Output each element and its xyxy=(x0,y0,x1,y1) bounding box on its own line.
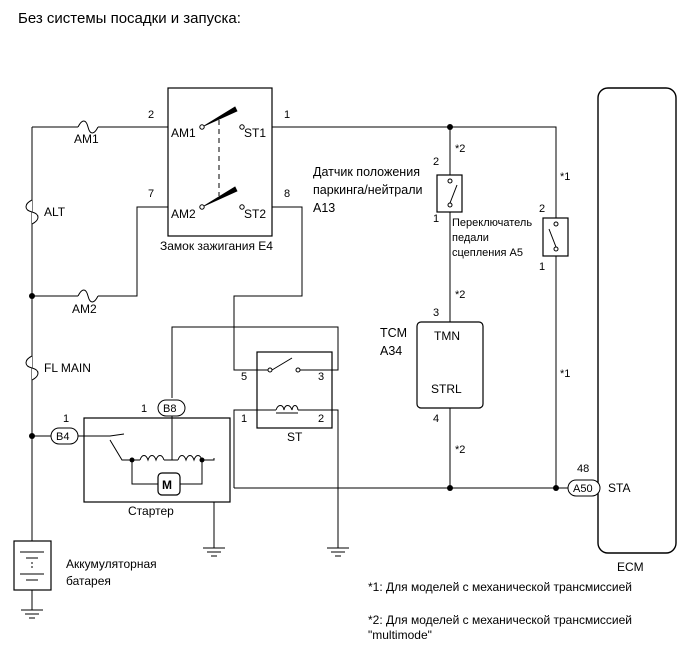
st1-wire xyxy=(272,126,557,218)
connector-b4-label: B4 xyxy=(56,431,69,443)
clutch-switch-label: Переключатель xyxy=(452,217,532,229)
pin-label: 2 xyxy=(539,203,545,215)
pin-label: 4 xyxy=(433,413,439,425)
pin-label: 7 xyxy=(148,188,154,200)
fuse-alt-label: ALT xyxy=(44,205,66,219)
connector-a50-label: A50 xyxy=(573,483,593,495)
pin-label: 1 xyxy=(141,403,147,415)
junction-dot xyxy=(553,485,559,491)
motor-icon xyxy=(157,472,181,496)
fuse-fl-main: FL MAIN xyxy=(25,355,91,381)
ground-icon xyxy=(21,609,43,619)
st-relay-label: ST xyxy=(287,430,303,444)
ecm-sta-label: STA xyxy=(608,481,630,495)
st-relay: 5 3 1 2 ST xyxy=(241,351,333,444)
fuse-alt: ALT xyxy=(25,199,66,225)
pin-label: 1 xyxy=(433,213,439,225)
ignition-switch: 2 1 7 8 AM1 ST1 AM2 ST2 Замок зажигания … xyxy=(148,87,290,253)
connector-a50 xyxy=(567,479,601,497)
footnote-1: *1: Для моделей с механической трансмисс… xyxy=(368,580,633,594)
park-neutral-switch: 2 1 *2 Датчик положения паркинга/нейтрал… xyxy=(313,143,465,225)
battery-label: батарея xyxy=(66,574,111,588)
clutch-switch-label: сцепления A5 xyxy=(452,247,523,259)
fuse-am2: AM2 xyxy=(72,289,99,316)
footnote-2: *2: Для моделей с механической трансмисс… xyxy=(368,613,633,627)
fuse-am1: AM1 xyxy=(74,120,99,146)
tcm-tmn-label: TMN xyxy=(434,329,460,343)
ecm-label: ECM xyxy=(617,560,644,574)
pin-label: 1 xyxy=(539,261,545,273)
pin-label: 8 xyxy=(284,188,290,200)
terminal-st2-label: ST2 xyxy=(244,207,266,221)
footnote-marker: *2 xyxy=(455,143,465,155)
clutch-switch-label: педали xyxy=(452,232,489,244)
st2-wire xyxy=(233,206,303,371)
park-neutral-label: паркинга/нейтрали xyxy=(313,183,422,197)
terminal-st1-label: ST1 xyxy=(244,126,266,140)
footnote-marker: *2 xyxy=(455,444,465,456)
pin-label: 48 xyxy=(577,463,589,475)
park-neutral-label: Датчик положения xyxy=(313,165,420,179)
pin-label: 2 xyxy=(148,109,154,121)
ground-icon xyxy=(327,547,349,557)
relay-output-wire xyxy=(171,326,339,398)
am2-wire xyxy=(32,206,168,297)
junction-dot xyxy=(29,293,35,299)
connector-b8 xyxy=(157,399,186,417)
pin-label: 2 xyxy=(318,413,324,425)
fuse-am1-label: AM1 xyxy=(74,132,99,146)
tcm-unit: TMN STRL 3 4 *2 *2 TCM A34 xyxy=(380,289,484,456)
junction-dot xyxy=(447,124,453,130)
junction-dots xyxy=(29,124,559,491)
pin-label: 1 xyxy=(241,413,247,425)
battery-label: Аккумуляторная xyxy=(66,557,157,571)
starter-label: Стартер xyxy=(128,504,174,518)
pin-label: 5 xyxy=(241,371,247,383)
pin-label: 3 xyxy=(433,307,439,319)
fuse-am2-label: AM2 xyxy=(72,302,97,316)
relay-coil-wire-1 xyxy=(233,409,257,488)
pin-label: 2 xyxy=(433,156,439,168)
pin-label: 3 xyxy=(318,371,324,383)
ecm-unit: STA ECM A50 48 *1 xyxy=(560,87,677,574)
tcm-label: A34 xyxy=(380,344,402,358)
terminal-am2-label: AM2 xyxy=(171,207,196,221)
terminal-am1-label: AM1 xyxy=(171,126,196,140)
junction-dot xyxy=(447,485,453,491)
footnote-marker: *1 xyxy=(560,171,570,183)
ignition-switch-label: Замок зажигания E4 xyxy=(160,239,273,253)
junction-dot xyxy=(29,433,35,439)
motor-label: M xyxy=(162,478,172,492)
ground-icon xyxy=(203,547,225,557)
connector-b4 xyxy=(50,427,79,445)
tcm-strl-label: STRL xyxy=(431,382,462,396)
page-title: Без системы посадки и запуска: xyxy=(18,10,241,27)
connector-b8-label: B8 xyxy=(163,403,176,415)
tcm-label: TCM xyxy=(380,326,407,340)
starter-unit: M B8 1 B4 1 Стартер xyxy=(50,399,231,518)
pin-label: 1 xyxy=(284,109,290,121)
footnote-2-cont: "multimode" xyxy=(368,628,432,642)
footnote-marker: *2 xyxy=(455,289,465,301)
fuse-fl-main-label: FL MAIN xyxy=(44,361,91,375)
clutch-pedal-switch: 2 1 *1 Переключатель педали сцепления A5 xyxy=(452,171,570,273)
pin-label: 1 xyxy=(63,413,69,425)
relay-coil-wire-2 xyxy=(332,409,339,548)
park-neutral-label: A13 xyxy=(313,201,335,215)
footnote-marker: *1 xyxy=(560,368,570,380)
battery: Аккумуляторная батарея xyxy=(13,540,157,591)
